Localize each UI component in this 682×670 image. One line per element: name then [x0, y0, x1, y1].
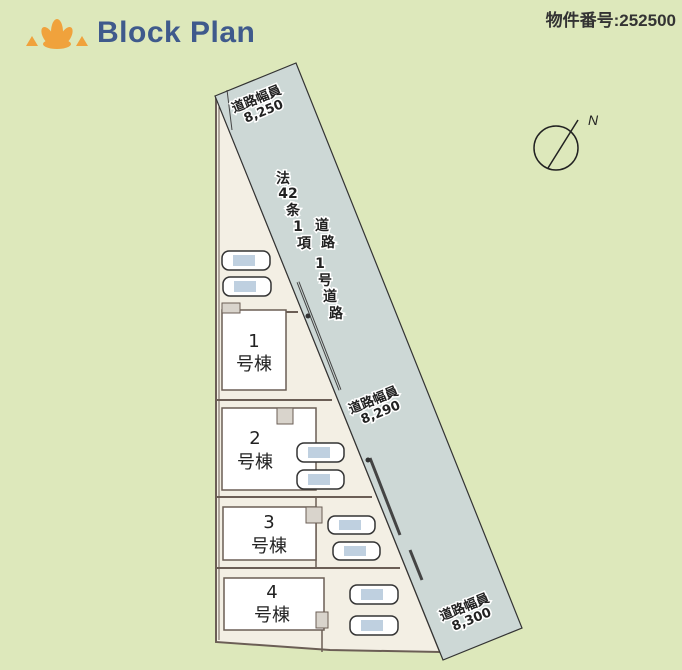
road: [214, 62, 523, 661]
svg-text:路: 路: [329, 305, 344, 322]
road-name: 法 42 条 1 項 道 路 1 号 道 路: [275, 169, 346, 324]
svg-text:号: 号: [318, 273, 332, 289]
svg-text:路: 路: [321, 234, 336, 251]
utility-box: [276, 407, 294, 425]
utility-box: [315, 611, 329, 629]
svg-text:道: 道: [323, 288, 337, 305]
svg-text:号棟: 号棟: [251, 536, 287, 557]
building-2[interactable]: 2 号棟: [221, 407, 317, 491]
svg-text:号棟: 号棟: [254, 605, 290, 626]
north-compass: N: [533, 112, 599, 171]
svg-text:4: 4: [266, 582, 277, 603]
property-number: 物件番号:252500: [545, 11, 676, 30]
building-4[interactable]: 4 号棟: [223, 577, 325, 631]
svg-text:1: 1: [293, 219, 303, 235]
svg-text:法: 法: [276, 170, 290, 187]
svg-text:1: 1: [315, 256, 325, 272]
svg-text:条: 条: [285, 202, 301, 219]
svg-text:項: 項: [297, 236, 312, 252]
svg-text:号棟: 号棟: [236, 354, 272, 375]
svg-text:42: 42: [278, 186, 297, 202]
lotus-logo: [26, 19, 88, 49]
svg-text:号棟: 号棟: [237, 452, 273, 473]
svg-text:1: 1: [248, 331, 259, 352]
page-title: Block Plan: [97, 16, 256, 49]
svg-text:2: 2: [249, 428, 260, 449]
utility-box: [305, 506, 323, 524]
svg-text:3: 3: [263, 512, 274, 533]
utility-box: [221, 302, 241, 314]
building-1[interactable]: 1 号棟: [221, 309, 287, 391]
building-3[interactable]: 3 号棟: [222, 506, 317, 561]
svg-text:道: 道: [315, 217, 329, 234]
svg-text:N: N: [588, 112, 599, 128]
